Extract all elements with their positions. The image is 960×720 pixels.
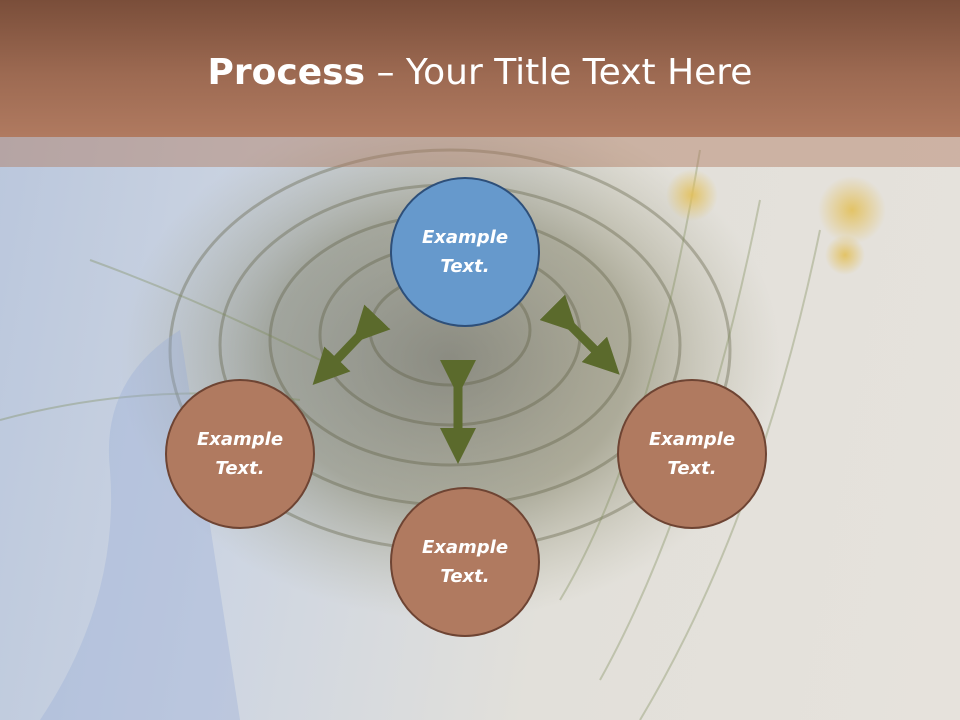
process-node-right[interactable]: Example Text. [617,379,767,529]
process-node-left[interactable]: Example Text. [165,379,315,529]
process-node-top-line2: Text. [440,256,490,277]
title-separator: – [365,52,406,93]
process-node-bottom[interactable]: Example Text. [390,487,540,637]
process-node-left-line1: Example [196,429,284,450]
process-node-top[interactable]: Example Text. [390,177,540,327]
title-rest: Your Title Text Here [405,52,753,93]
process-node-top-text: Example Text. [405,223,525,281]
title-strong: Process [207,52,366,93]
process-node-right-line2: Text. [667,458,717,479]
slide-title: Process – Your Title Text Here [0,52,960,93]
process-node-right-line1: Example [648,429,736,450]
double-arrow-top-left-icon [312,304,391,386]
title-bar [0,0,960,137]
process-node-bottom-line1: Example [421,537,509,558]
process-node-right-text: Example Text. [632,425,752,483]
process-node-bottom-line2: Text. [440,566,490,587]
process-node-bottom-text: Example Text. [405,533,525,591]
process-node-left-text: Example Text. [180,425,300,483]
title-band [0,137,960,167]
double-arrow-top-right-icon [539,294,620,375]
process-node-top-line1: Example [421,227,509,248]
process-node-left-line2: Text. [215,458,265,479]
